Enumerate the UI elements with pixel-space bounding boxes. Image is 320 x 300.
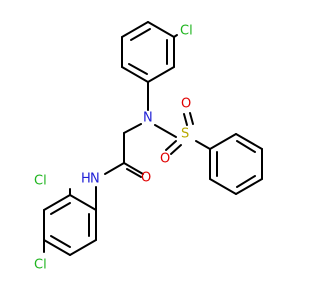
- bond: [236, 140, 256, 153]
- bond: [209, 133, 237, 150]
- bond: [69, 194, 97, 211]
- molecule-structure: Cl N S O O O H N Cl Cl: [34, 21, 263, 273]
- bond: [147, 21, 175, 38]
- bond: [147, 66, 175, 83]
- bond: [43, 194, 71, 211]
- bonds: [43, 21, 263, 256]
- atom-label-h-amide: H: [81, 172, 91, 187]
- bond: [165, 140, 177, 151]
- bond: [173, 34, 178, 38]
- bond: [183, 113, 188, 126]
- bond: [43, 239, 71, 256]
- atom-labels: Cl N S O O O H N Cl Cl: [34, 24, 193, 273]
- atom-label-cl-meta: Cl: [34, 258, 47, 273]
- bond: [189, 112, 194, 125]
- bond: [121, 66, 149, 83]
- atom-label-cl-ortho: Cl: [34, 174, 47, 189]
- bond: [236, 175, 256, 188]
- bond: [195, 140, 211, 150]
- atom-label-n-sulfonamide: N: [143, 111, 153, 126]
- bond: [128, 63, 148, 75]
- atom-label-o-sulfonyl-right: O: [181, 97, 191, 112]
- atom-label-s: S: [181, 127, 189, 142]
- atom-label-o-carbonyl: O: [141, 171, 151, 186]
- bond: [50, 235, 71, 248]
- bond: [170, 144, 182, 155]
- bond: [123, 162, 144, 175]
- bond: [121, 21, 149, 38]
- atom-label-o-sulfonyl-left: O: [160, 152, 170, 167]
- bond: [209, 178, 237, 195]
- atom-label-n-amide: N: [90, 172, 100, 187]
- bond: [69, 239, 97, 256]
- bond: [235, 133, 263, 150]
- bond: [50, 202, 71, 215]
- bond: [130, 28, 151, 41]
- bond: [235, 178, 263, 195]
- bond: [104, 162, 125, 175]
- bond: [154, 124, 177, 138]
- bond: [123, 123, 142, 134]
- atom-label-cl-top: Cl: [180, 24, 193, 39]
- bond: [126, 168, 142, 178]
